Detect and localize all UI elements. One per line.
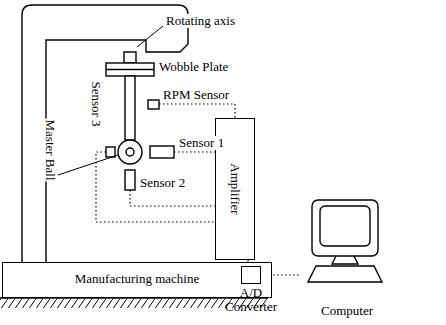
leader-line [58, 155, 118, 175]
monitor-case [312, 200, 378, 256]
node-label: Amplifier [228, 163, 242, 214]
part-label: Sensor 2 [139, 176, 186, 190]
part-label: Sensor 1 [178, 136, 225, 150]
signal-wire [96, 152, 215, 222]
plate-line [106, 69, 154, 70]
leader-line [137, 26, 163, 47]
keyboard [308, 266, 382, 282]
sensor-2-body [125, 170, 135, 190]
part-label: Sensor 3 [89, 80, 103, 127]
signal-wire [159, 104, 235, 118]
signal-wire [174, 151, 215, 152]
part-label: RPM Sensor [162, 88, 230, 102]
signal-wire [130, 190, 215, 206]
lower-shaft [125, 76, 135, 140]
machine-frame [22, 5, 188, 262]
node-label: Computer [300, 304, 394, 318]
monitor-stand [332, 256, 358, 264]
machine-base: Manufacturing machine [2, 262, 272, 298]
sensor-1-body [150, 146, 174, 158]
rpm-sensor-body [148, 100, 159, 109]
node-label: A/D Converter [220, 286, 282, 315]
master-ball [118, 140, 142, 164]
node-label: Manufacturing machine [3, 263, 271, 286]
wobble-plate [106, 63, 154, 76]
part-label: Rotating axis [165, 14, 236, 28]
part-label: Master Ball [43, 118, 57, 181]
part-label: Wobble Plate [158, 60, 229, 74]
sensor-3-body [106, 147, 115, 157]
computer: Computer [300, 196, 394, 320]
rotating-spindle [124, 52, 136, 63]
monitor-screen [320, 206, 370, 246]
converter-box: A/D Converter [241, 266, 261, 284]
ball-core [126, 148, 134, 156]
